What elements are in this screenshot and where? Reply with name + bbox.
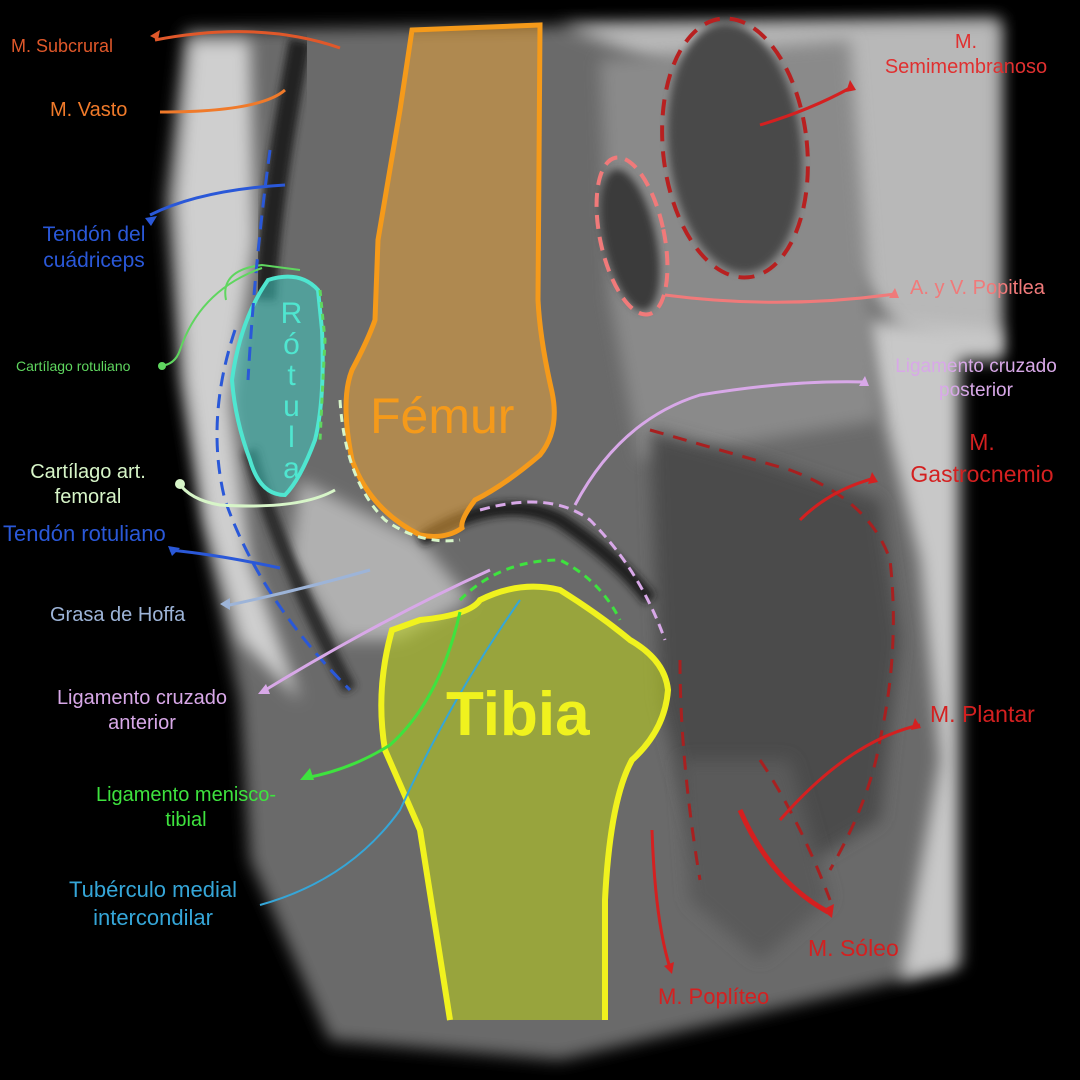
tibia-bone	[378, 583, 672, 1021]
femur-bone	[343, 22, 557, 539]
label-m-soleo: M. Sóleo	[808, 935, 899, 961]
leader-lines	[145, 30, 921, 974]
label-m-vasto: M. Vasto	[50, 99, 128, 121]
label-lig-menisco-line2: tibial	[165, 809, 207, 831]
label-lca-line1: Ligamento cruzado	[56, 687, 228, 709]
label-semimembranoso-line2: Semimembranoso	[884, 56, 1048, 78]
label-a-y-v-popitlea: A. y V. Popitlea	[910, 277, 1045, 299]
label-gastrocnemio-line1: M.	[969, 429, 995, 455]
label-cartilago-art-line2: femoral	[54, 486, 122, 508]
label-lig-menisco-line1: Ligamento menisco-	[95, 784, 277, 806]
label-gastrocnemio-line2: Gastrocnemio	[910, 461, 1054, 488]
label-m-gastrocnemio: M. Gastrocnemio	[884, 426, 1080, 490]
patella-bone	[224, 263, 327, 498]
label-tendon-cuadriceps-line2: cuádriceps	[43, 249, 145, 273]
label-tendon-cuadriceps-line1: Tendón del	[42, 223, 146, 246]
label-m-popliteo: M. Poplíteo	[658, 984, 770, 1009]
label-rotula: Rótula	[275, 297, 308, 483]
label-cartilago-rotuliano: Cartílago rotuliano	[16, 358, 131, 374]
label-m-subcrural: M. Subcrural	[11, 36, 114, 56]
label-m-semimembranoso: M. Semimembranoso	[858, 30, 1074, 80]
label-tuberculo-line1: Tubérculo medial	[69, 877, 237, 902]
label-tendon-cuadriceps: Tendón del cuádriceps	[28, 222, 160, 275]
label-lcp-line2: posterior	[939, 379, 1013, 401]
structure-outlines	[215, 16, 895, 901]
label-tuberculo-line2: intercondilar	[93, 904, 213, 930]
label-lcp-line1: Ligamento cruzado	[895, 356, 1057, 377]
label-tibia: Tibia	[446, 680, 590, 749]
label-ligamento-menisco-tibial: Ligamento menisco- tibial	[76, 783, 296, 833]
label-m-plantar: M. Plantar	[930, 701, 1035, 727]
label-tuberculo-medial-intercondilar: Tubérculo medial intercondilar	[48, 876, 258, 931]
label-lca-line2: anterior	[108, 712, 176, 734]
label-cartilago-art-femoral: Cartílago art. femoral	[14, 460, 162, 510]
label-ligamento-cruzado-anterior: Ligamento cruzado anterior	[36, 686, 248, 736]
label-grasa-de-hoffa: Grasa de Hoffa	[50, 604, 186, 626]
label-femur: Fémur	[370, 388, 515, 444]
label-tendon-rotuliano: Tendón rotuliano	[3, 521, 166, 546]
label-ligamento-cruzado-posterior: Ligamento cruzado posterior	[874, 355, 1078, 403]
label-semimembranoso-line1: M.	[954, 31, 978, 53]
label-cartilago-art-line1: Cartílago art.	[30, 461, 146, 483]
